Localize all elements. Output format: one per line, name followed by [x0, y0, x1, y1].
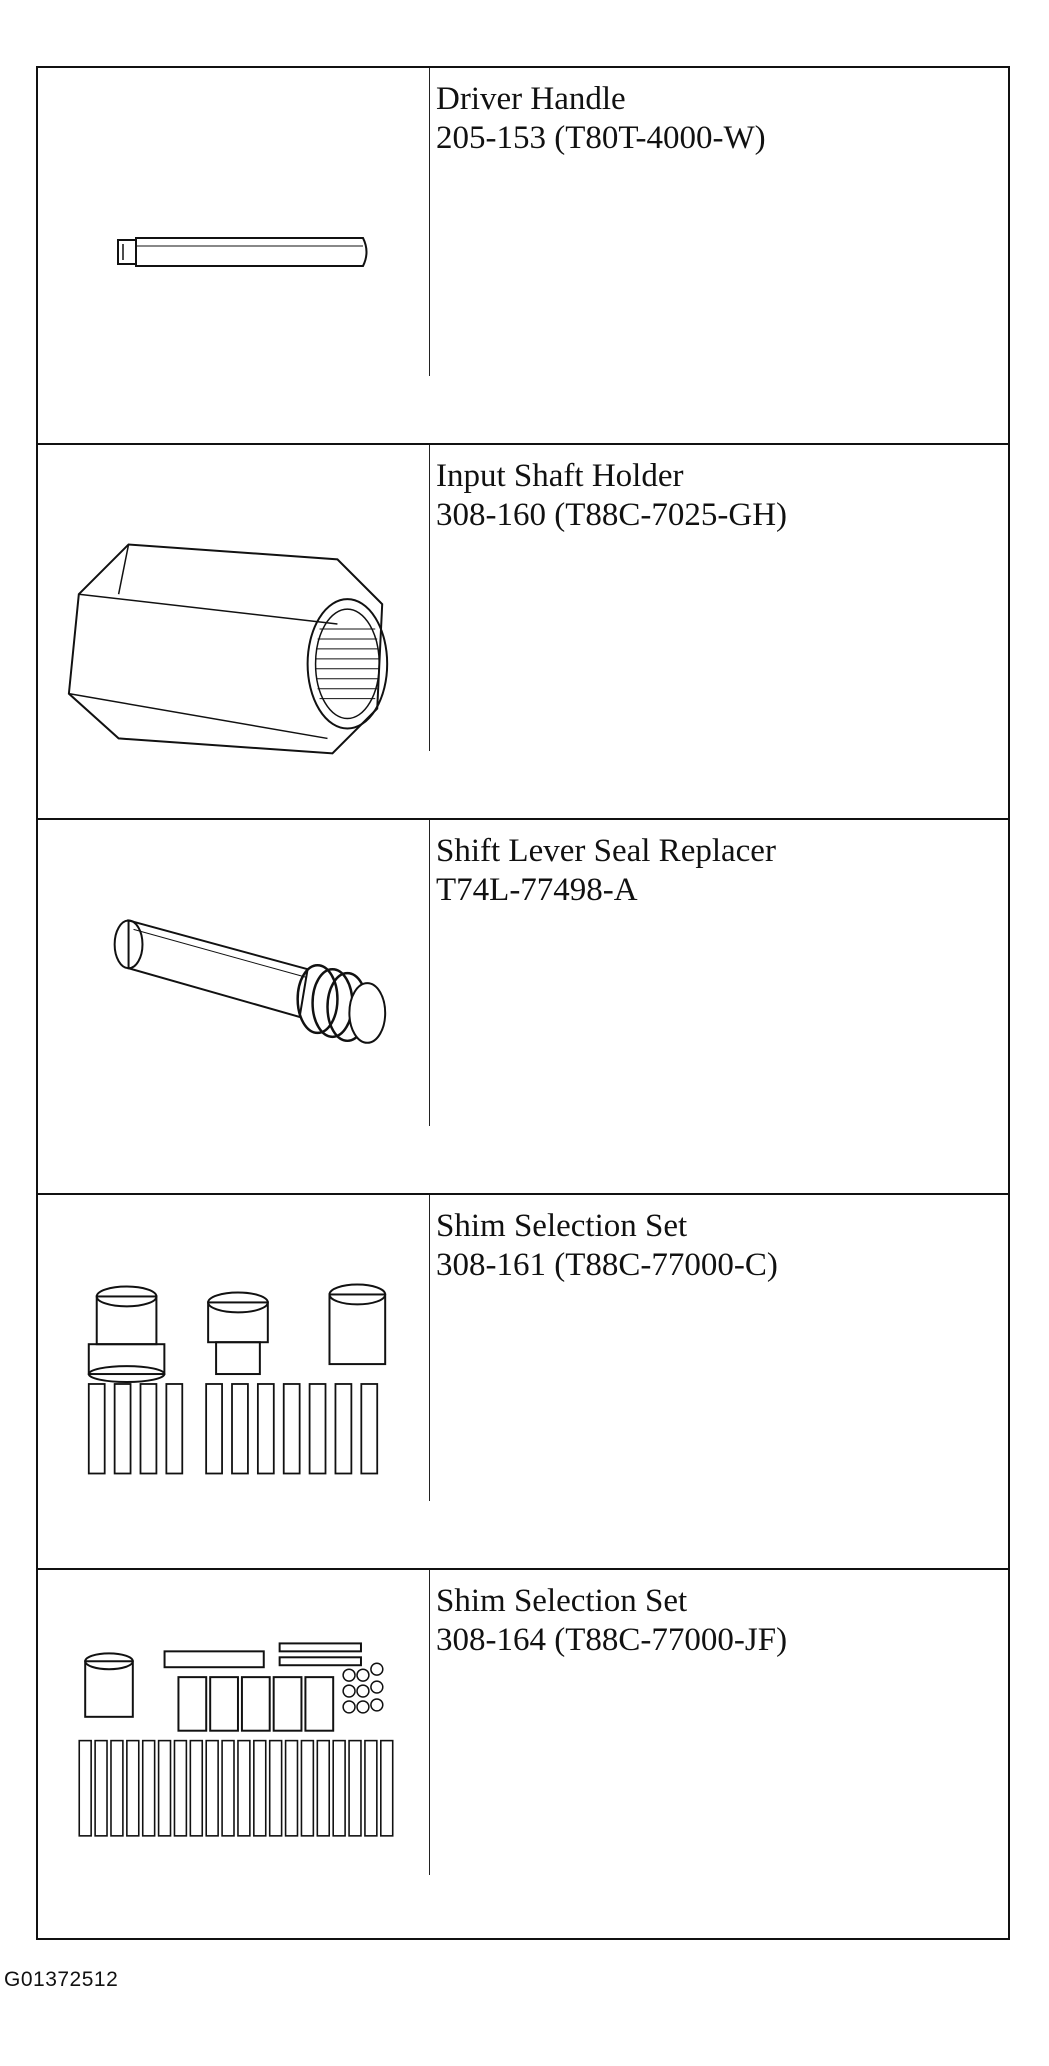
driver-handle-icon — [38, 68, 429, 443]
input-shaft-holder-icon — [38, 445, 429, 818]
row-divider — [429, 1570, 430, 1876]
tool-row-driver-handle: Driver Handle 205-153 (T80T-4000-W) — [38, 68, 1008, 443]
shim-set-icon — [38, 1195, 429, 1568]
tool-name: Shim Selection Set — [436, 1208, 688, 1244]
tool-label: Driver Handle 205-153 (T80T-4000-W) — [436, 80, 998, 158]
figure-id: G01372512 — [4, 1968, 119, 1991]
tool-name: Input Shaft Holder — [436, 458, 684, 494]
tool-name: Shim Selection Set — [436, 1583, 688, 1619]
tool-part-number: 308-164 (T88C-77000-JF) — [436, 1622, 788, 1658]
tool-part-number: 308-161 (T88C-77000-C) — [436, 1247, 778, 1283]
tool-label: Shim Selection Set 308-161 (T88C-77000-C… — [436, 1207, 998, 1285]
tool-label: Shim Selection Set 308-164 (T88C-77000-J… — [436, 1582, 998, 1660]
row-divider — [429, 1195, 430, 1501]
seal-replacer-icon — [38, 820, 429, 1193]
tool-name: Shift Lever Seal Replacer — [436, 833, 776, 869]
tool-row-input-shaft-holder: Input Shaft Holder 308-160 (T88C-7025-GH… — [38, 443, 1008, 818]
special-tools-table: Driver Handle 205-153 (T80T-4000-W) — [36, 66, 1010, 1940]
tool-label: Shift Lever Seal Replacer T74L-77498-A — [436, 832, 998, 910]
tool-label: Input Shaft Holder 308-160 (T88C-7025-GH… — [436, 457, 998, 535]
tool-row-shim-set: Shim Selection Set 308-161 (T88C-77000-C… — [38, 1193, 1008, 1568]
row-divider — [429, 445, 430, 751]
shim-set-large-icon — [38, 1570, 429, 1942]
tool-part-number: 205-153 (T80T-4000-W) — [436, 120, 766, 156]
tool-part-number: 308-160 (T88C-7025-GH) — [436, 497, 788, 533]
tool-row-seal-replacer: Shift Lever Seal Replacer T74L-77498-A — [38, 818, 1008, 1193]
row-divider — [429, 68, 430, 376]
tool-name: Driver Handle — [436, 81, 626, 117]
row-divider — [429, 820, 430, 1126]
tool-row-shim-set-large: Shim Selection Set 308-164 (T88C-77000-J… — [38, 1568, 1008, 1942]
tool-part-number: T74L-77498-A — [436, 872, 638, 908]
